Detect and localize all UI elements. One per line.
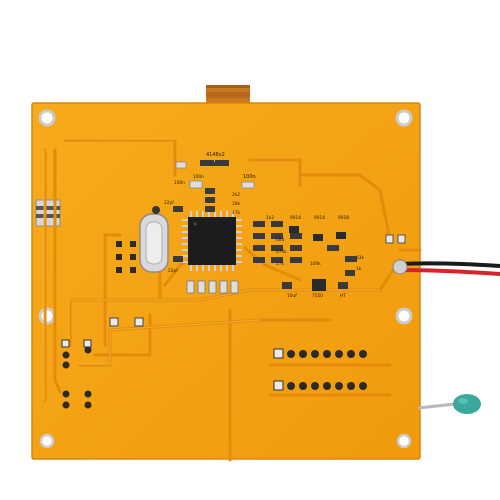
label-2k2: 2k2 [232,192,240,198]
isp-header [116,241,136,273]
crystal-oscillator [139,206,169,273]
label-ht: HT [340,293,346,299]
mounting-hole [396,433,412,449]
transistors [289,226,346,291]
silkscreen-labels: 4148x2 100n 100n 2k2 10k 47k 22pf 22pf 1… [164,152,364,299]
transistor [336,232,346,239]
mounting-hole [395,307,413,325]
mounting-hole [38,109,56,127]
label-diode: 4148x2 [206,152,225,158]
label-22pf-top: 22pf [164,200,174,206]
microcontroller-chip [182,211,242,271]
label-1k2: 1k2 [266,215,274,221]
probe-pads [385,234,406,244]
isp-pad [130,254,136,260]
mounting-hole [395,109,413,127]
ribbon-cable [206,85,250,107]
label-1k: 1k [356,266,362,272]
trace-highlights [43,138,381,401]
voltage-regulator [312,279,326,291]
isp-pad [130,267,136,273]
label-9014: 9014 [290,215,301,221]
label-470k: 470k [276,249,287,255]
mounting-hole [38,307,56,325]
label-9018: 9018 [338,215,349,221]
lcd-header-row-1 [273,348,367,359]
isp-pad [116,254,122,260]
mounting-holes [38,109,413,449]
transistor [313,234,323,241]
label-100n-left: 100n [174,180,185,186]
transistor [289,226,299,233]
isp-pad [130,241,136,247]
label-22pf-bottom: 22pf [168,268,178,274]
smd-row-below-chip [186,280,239,294]
left-header-pins [61,339,92,409]
label-33k: 33k [356,255,364,261]
diode [206,162,228,166]
lcd-header-row-2 [273,380,367,391]
test-lead-wires [392,259,500,276]
label-100n-top: 100n [243,174,256,180]
isp-pad [116,241,122,247]
isp-pad [116,267,122,273]
label-10uf: 10uf [287,293,297,299]
label-9014b: 9014 [314,215,325,221]
small-pads [109,317,144,327]
label-680: 680 [276,237,284,243]
mounting-hole [39,433,55,449]
label-100k: 100k [310,261,321,267]
label-27k: 27k [276,261,284,267]
label-100n-tl: 100n [193,174,204,180]
test-component [417,394,481,414]
label-7550: 7550 [312,293,323,299]
label-47k: 47k [232,210,240,216]
smd-resistor-cluster [253,221,357,289]
label-10k: 10k [232,201,240,207]
